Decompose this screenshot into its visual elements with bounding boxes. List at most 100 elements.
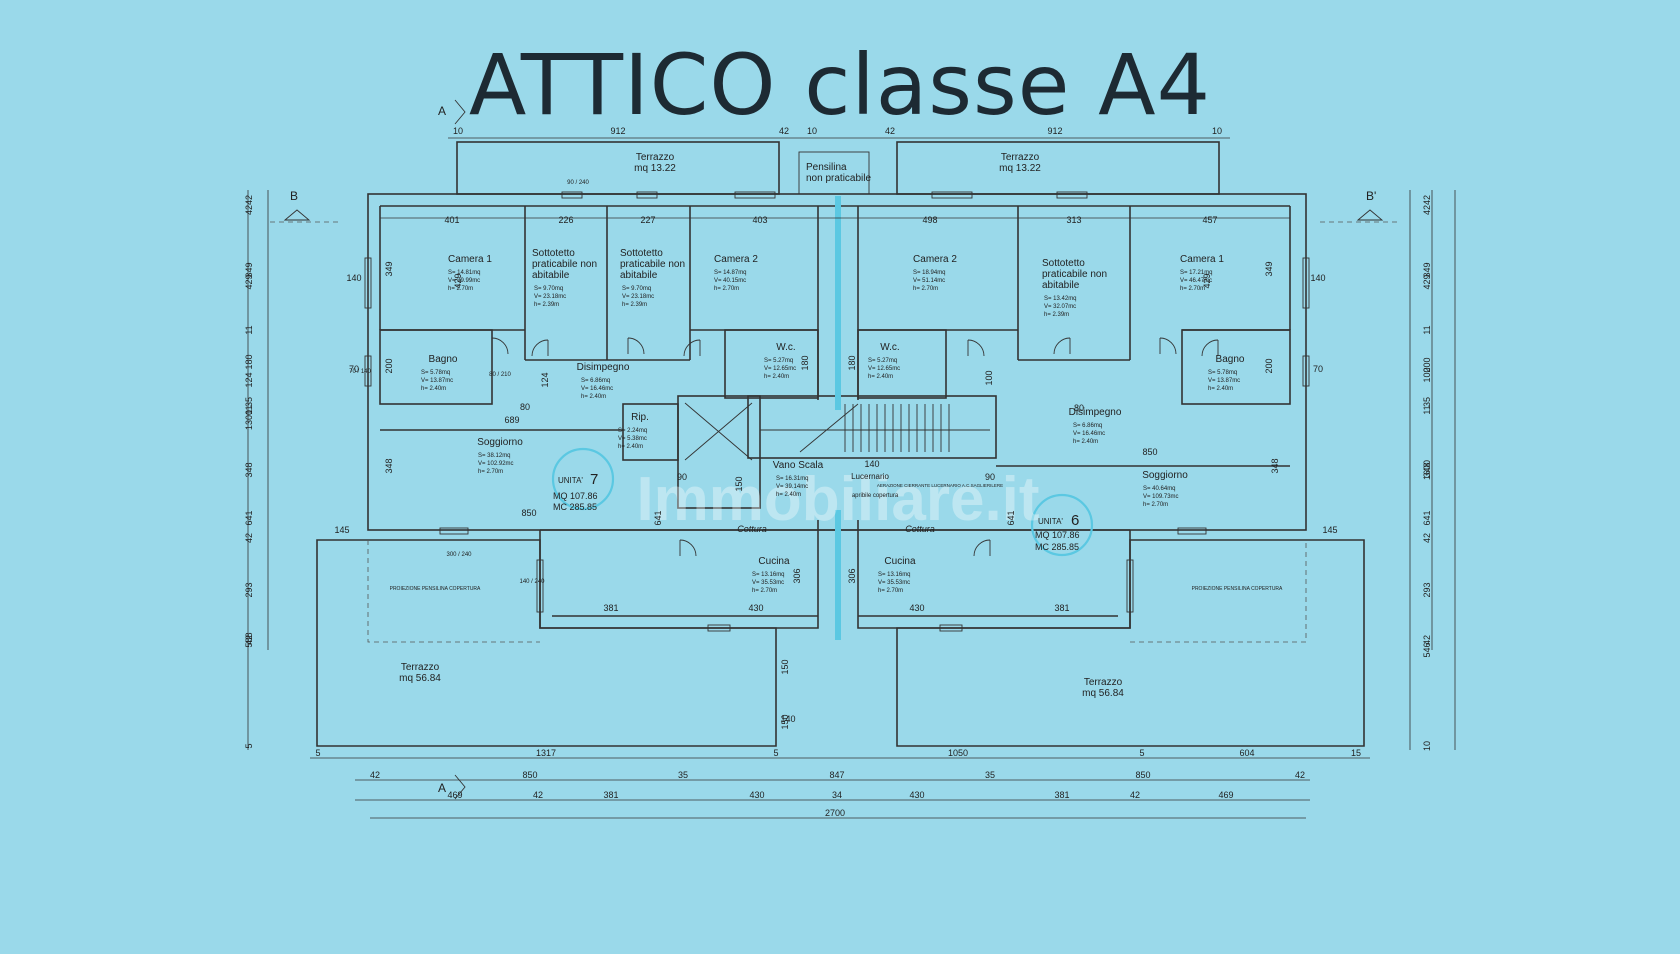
dim-dims_right: 42 [1422, 195, 1432, 205]
room-name-line: Sottotetto [1042, 258, 1085, 269]
terrazzo-top-right-outline [896, 141, 1220, 195]
dim-misc: 430 [748, 603, 763, 613]
room-name: Terrazzo [636, 152, 675, 163]
dim-misc: 348 [1270, 458, 1280, 473]
door-arc-icon [627, 337, 645, 355]
dim-dims_bottom_row2: 850 [1135, 770, 1150, 780]
room-h: h= 2.70m [752, 588, 777, 594]
room-name: Camera 1 [448, 254, 492, 265]
dim-dims_top: 10 [807, 126, 817, 136]
dim-dims_left: 42 [244, 195, 254, 205]
room-s: S= 6.86mq [1073, 423, 1102, 429]
room-v: V= 13.87mc [1208, 378, 1240, 384]
dim-misc: 349 [1264, 261, 1274, 276]
dim-misc: 200 [384, 358, 394, 373]
dim-misc: 80 [520, 402, 530, 412]
room-name: Cucina [884, 556, 916, 567]
door-arc-icon [1201, 339, 1219, 357]
room-name: Cucina [758, 556, 790, 567]
room-area: mq 56.84 [399, 673, 441, 684]
dim-dims_right: 349 [1422, 262, 1432, 277]
room-v: V= 16.46mc [581, 386, 613, 392]
svg-text:MQ 107.86: MQ 107.86 [553, 491, 598, 501]
section-marks: A A B B' [270, 99, 1398, 800]
room-s: S= 9.70mq [534, 286, 563, 292]
dim-dims_right: 1600 [1422, 460, 1432, 480]
dim-misc: 850 [1142, 447, 1157, 457]
dim-dims_bottom_row3: 469 [1218, 790, 1233, 800]
room-name: Bagno [1216, 354, 1245, 365]
dim-dims_inner_top: 498 [922, 215, 937, 225]
room-name: Disimpegno [1069, 407, 1122, 418]
room-v: V= 39.14mc [776, 484, 808, 490]
dim-misc: 689 [504, 415, 519, 425]
dim-dims_bottom_row1: 1050 [948, 748, 968, 758]
room-v: V= 23.18mc [534, 294, 566, 300]
room-s: S= 5.27mq [764, 358, 793, 364]
svg-text:6: 6 [1071, 512, 1079, 529]
dim-dims_left: 641 [244, 510, 254, 525]
room-v: V= 5.38mc [618, 436, 647, 442]
door-arc-icon [683, 339, 701, 357]
opening-size: 70 / 140 [349, 369, 371, 375]
dim-misc: 150 [734, 476, 744, 491]
room-h: h= 2.40m [868, 374, 893, 380]
room-h: h= 2.70m [714, 286, 739, 292]
proiezione-right: PROIEZIONE PENSILINA COPERTURA [1192, 586, 1283, 592]
dim-misc: 145 [334, 525, 349, 535]
section-mark-b-right: B' [1366, 189, 1376, 203]
room-h: h= 2.39m [622, 302, 647, 308]
room-s: S= 5.78mq [421, 370, 450, 376]
door-arc-icon [531, 339, 549, 357]
opening-size: 80 / 210 [489, 372, 511, 378]
room-v: V= 51.14mc [913, 278, 945, 284]
room-v: V= 12.65mc [764, 366, 796, 372]
room-s: S= 16.31mq [776, 476, 809, 482]
cottura-left: Cottura [737, 524, 767, 534]
dim-dims_bottom_row3: 430 [909, 790, 924, 800]
dim-dims_bottom_row1: 604 [1239, 748, 1254, 758]
dim-dims_bottom_row1: 5 [773, 748, 778, 758]
room-name: Terrazzo [401, 662, 440, 673]
svg-text:7: 7 [590, 471, 598, 488]
dim-dims_bottom_row3: 34 [832, 790, 842, 800]
dim-misc: 180 [847, 355, 857, 370]
dim-dims_top: 42 [885, 126, 895, 136]
room-v: V= 39.99mc [448, 278, 480, 284]
dim-misc: 70 [349, 364, 359, 374]
room-name-line: abitabile [1042, 280, 1080, 291]
door-arc-icon [679, 539, 697, 557]
dim-misc: 349 [384, 261, 394, 276]
stair-steps [760, 403, 990, 453]
dim-misc: 180 [800, 355, 810, 370]
door-arc-icon [491, 337, 509, 355]
dim-misc: 306 [847, 568, 857, 583]
room-v: V= 35.53mc [752, 580, 784, 586]
dim-misc: 641 [1006, 510, 1016, 525]
dim-dims_right: 10 [1422, 741, 1432, 751]
dim-dims_right: 429 [1422, 274, 1432, 289]
dim-dims_inner_top: 226 [558, 215, 573, 225]
dim-dims_right: 348 [1422, 462, 1432, 477]
door-arc-icon [1053, 337, 1071, 355]
dim-dims_left: 11 [244, 405, 254, 414]
dim-dims_top: 912 [1047, 126, 1062, 136]
room-name: Rip. [631, 412, 649, 423]
page-title: ATTICO classe A4 [468, 36, 1212, 134]
room-name: Camera 1 [1180, 254, 1224, 265]
room-v: V= 32.07mc [1044, 304, 1076, 310]
dim-misc: 70 [1313, 364, 1323, 374]
opening-size: 300 / 240 [446, 552, 472, 558]
room-name: Camera 2 [714, 254, 758, 265]
dim-dims_left: 293 [244, 582, 254, 597]
